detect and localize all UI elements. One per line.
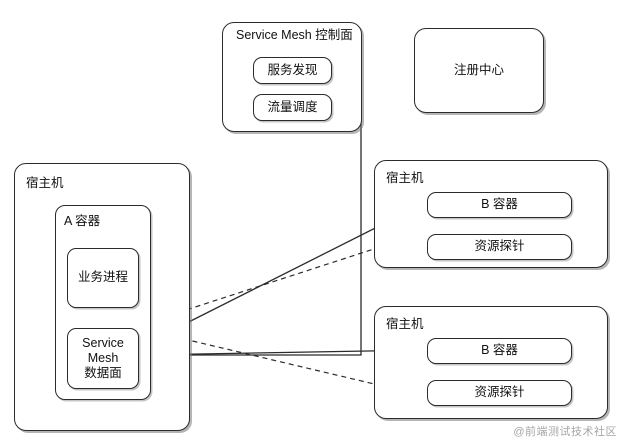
watermark: @前端测试技术社区 <box>513 426 617 438</box>
resource-probe-bottom-box[interactable] <box>427 380 572 406</box>
b-container-bottom-box[interactable] <box>427 338 572 364</box>
b-container-top-label: B 容器 <box>481 197 518 212</box>
resource-probe-bottom-label: 资源探针 <box>474 385 525 400</box>
registry-center-label: 注册中心 <box>453 62 504 77</box>
host-right-bottom-title: 宿主机 <box>386 317 424 331</box>
host-left-title: 宿主机 <box>26 176 64 190</box>
service-mesh-dataplane-box[interactable] <box>67 328 139 389</box>
service-discovery-box[interactable] <box>253 57 332 84</box>
container-a-title: A 容器 <box>64 214 101 228</box>
service-discovery-label: 服务发现 <box>267 62 318 77</box>
resource-probe-top-label: 资源探针 <box>474 239 525 254</box>
host-right-top-title: 宿主机 <box>386 171 424 185</box>
resource-probe-top-box[interactable] <box>427 234 572 260</box>
control-plane-title: Service Mesh 控制面 <box>236 28 353 42</box>
traffic-scheduling-label: 流量调度 <box>267 99 318 114</box>
b-container-bottom-label: B 容器 <box>481 343 518 358</box>
business-process-box[interactable] <box>67 248 139 308</box>
business-process-label: 业务进程 <box>77 270 128 285</box>
traffic-scheduling-box[interactable] <box>253 94 332 121</box>
b-container-top-box[interactable] <box>427 192 572 218</box>
registry-center-box[interactable] <box>414 28 544 113</box>
service-mesh-dataplane-label: Service Mesh 数据面 <box>82 335 124 381</box>
